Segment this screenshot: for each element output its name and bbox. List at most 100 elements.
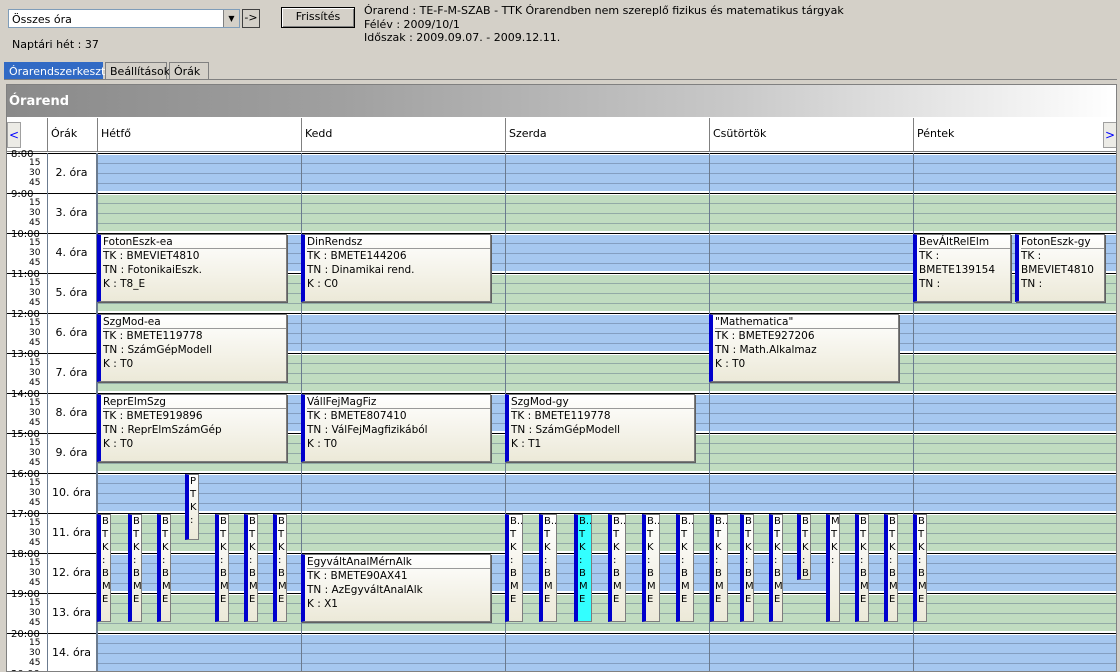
course-block-compact[interactable]: B T K : B M E	[215, 514, 229, 622]
course-block-compact[interactable]: B T K : B M E	[913, 514, 927, 622]
course-block-compact[interactable]: B T K : B M E	[273, 514, 287, 622]
week-label: Naptári hét : 37	[12, 38, 99, 51]
refresh-button[interactable]: Frissítés	[281, 7, 355, 28]
time-tick: 14:00	[11, 389, 40, 400]
quarter-tick: 15	[29, 638, 41, 648]
quarter-tick: 45	[29, 498, 41, 508]
quarter-tick: 15	[29, 518, 41, 528]
hour-line	[7, 233, 1116, 234]
tab-timetable-editor[interactable]: Órarendszerkeszto	[4, 62, 112, 80]
course-detail: K : T0	[307, 438, 338, 450]
quarter-tick: 45	[29, 458, 41, 468]
quarter-line	[97, 213, 1116, 214]
course-block-compact[interactable]: B T K : B M E	[128, 514, 142, 622]
course-block-compact[interactable]: B T K : B M E	[157, 514, 171, 622]
course-block-compact[interactable]: B T K : B M E	[797, 514, 811, 580]
course-block-compact[interactable]: B.. T K : B M E	[710, 514, 728, 622]
course-detail: TN :	[919, 278, 941, 290]
quarter-line	[97, 373, 1116, 374]
quarter-line	[97, 363, 1116, 364]
course-block-compact[interactable]: B T K : B M E	[97, 514, 111, 622]
slot-label: 7. óra	[47, 353, 97, 393]
quarter-line	[97, 293, 1116, 294]
quarter-tick: 30	[29, 248, 41, 258]
quarter-line	[97, 243, 1116, 244]
quarter-tick: 15	[29, 318, 41, 328]
course-block-compact[interactable]: B.. T K : B M E	[539, 514, 557, 622]
time-tick: 13:00	[11, 349, 40, 360]
quarter-line	[97, 163, 1116, 164]
course-block-compact[interactable]: P T K :	[185, 474, 199, 540]
quarter-line	[97, 203, 1116, 204]
chevron-down-icon[interactable]: ▼	[223, 10, 239, 27]
course-detail: TN : SzámGépModell	[511, 424, 621, 436]
course-detail: TK : BMETE119778	[511, 410, 611, 422]
quarter-line	[97, 643, 1116, 644]
quarter-line	[97, 653, 1116, 654]
slot-label: 11. óra	[47, 513, 97, 553]
header-day-thursday: Csütörtök	[709, 118, 913, 152]
course-block-compact[interactable]: B.. T K : B M E	[574, 514, 592, 622]
go-button[interactable]: ->	[242, 9, 260, 28]
course-title: SzgMod-ea	[103, 315, 286, 329]
tab-hours[interactable]: Órák	[169, 62, 209, 80]
time-tick: 10:00	[11, 229, 40, 240]
course-detail: TK : BMETE919896	[103, 410, 203, 422]
quarter-tick: 15	[29, 438, 41, 448]
slot-label: 12. óra	[47, 553, 97, 593]
tab-settings[interactable]: Beállítások	[105, 62, 170, 80]
course-block-compact[interactable]: B T K : B M E	[769, 514, 783, 622]
course-block-compact[interactable]: B.. T K : B M E	[676, 514, 694, 622]
course-block-compact[interactable]: B.. T K : B M E	[505, 514, 523, 622]
course-detail: TN : SzámGépModell	[103, 344, 213, 356]
prev-arrow-icon[interactable]: <	[7, 122, 21, 148]
course-block-compact[interactable]: B T K : B M E	[740, 514, 754, 622]
course-block-compact[interactable]: B T K : B M E	[884, 514, 898, 622]
quarter-line	[97, 483, 1116, 484]
quarter-line	[97, 303, 1116, 304]
hour-line	[7, 273, 1116, 274]
course-detail: TN : Dinamikai rend.	[307, 264, 415, 276]
course-block-compact[interactable]: B T K : B M E	[244, 514, 258, 622]
course-detail: TN : FotonikaiEszk.	[103, 264, 202, 276]
quarter-tick: 15	[29, 198, 41, 208]
quarter-line	[97, 583, 1116, 584]
course-title: VállFejMagFiz	[307, 395, 490, 409]
next-arrow-icon[interactable]: >	[1103, 122, 1116, 148]
hour-line	[7, 193, 1116, 194]
course-detail: TK : BMEVIET4810	[103, 250, 200, 262]
quarter-tick: 30	[29, 488, 41, 498]
quarter-line	[97, 663, 1116, 664]
course-detail: TN : ReprElmSzámGép	[103, 424, 222, 436]
course-block-compact[interactable]: B T K : B M E	[855, 514, 869, 622]
time-tick: 8:00	[11, 149, 34, 160]
quarter-tick: 45	[29, 618, 41, 628]
quarter-line	[97, 173, 1116, 174]
course-detail: TN : AzEgyváltAnalAlk	[307, 584, 423, 596]
course-block-compact[interactable]: M T K :	[826, 514, 840, 622]
quarter-tick: 30	[29, 448, 41, 458]
filter-dropdown[interactable]: Összes óra ▼	[8, 9, 240, 28]
quarter-tick: 45	[29, 338, 41, 348]
slot-label: 13. óra	[47, 593, 97, 633]
quarter-line	[97, 283, 1116, 284]
timetable-panel: Órarend < Órák Hétfő Kedd Szerda Csütört…	[6, 84, 1117, 672]
quarter-line	[97, 183, 1116, 184]
course-block-compact[interactable]: B.. T K : B M E	[608, 514, 626, 622]
time-tick: 20:00	[11, 629, 40, 640]
course-title: FotonEszk-gy	[1021, 235, 1104, 249]
hour-line	[7, 513, 1116, 514]
course-block-compact[interactable]: B.. T K : B M E	[642, 514, 660, 622]
course-title: EgyváltAnalMérnAlk	[307, 555, 490, 569]
